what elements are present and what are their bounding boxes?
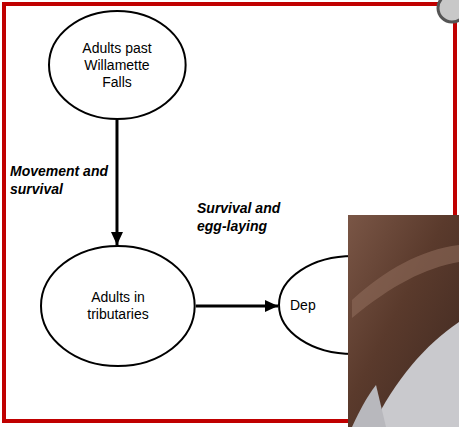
ellipse-node: Adults in tributaries: [40, 245, 196, 367]
red-border: [4, 4, 455, 421]
edge-label: Movement and survival: [10, 163, 108, 197]
sleeve-fold: [352, 385, 386, 427]
edge-label-box: Movement and survival: [10, 162, 110, 198]
node-label: Dep: [290, 297, 316, 314]
flow-arrow: [115, 120, 118, 245]
node-label: Adults past Willamette Falls: [71, 40, 163, 91]
ellipse-node: Adults past Willamette Falls: [48, 10, 187, 120]
corner-object: [438, 0, 459, 22]
ellipse-shape: [49, 11, 186, 119]
ellipse-shape: [279, 256, 427, 354]
edge-label-box: Survival and egg-laying: [197, 199, 309, 235]
edge-label: Survival and egg-laying: [197, 200, 280, 234]
ellipse-node: Dep: [278, 255, 428, 355]
ellipse-shape: [41, 246, 195, 366]
flow-arrow: [196, 305, 278, 308]
node-label: Adults in tributaries: [66, 289, 170, 323]
